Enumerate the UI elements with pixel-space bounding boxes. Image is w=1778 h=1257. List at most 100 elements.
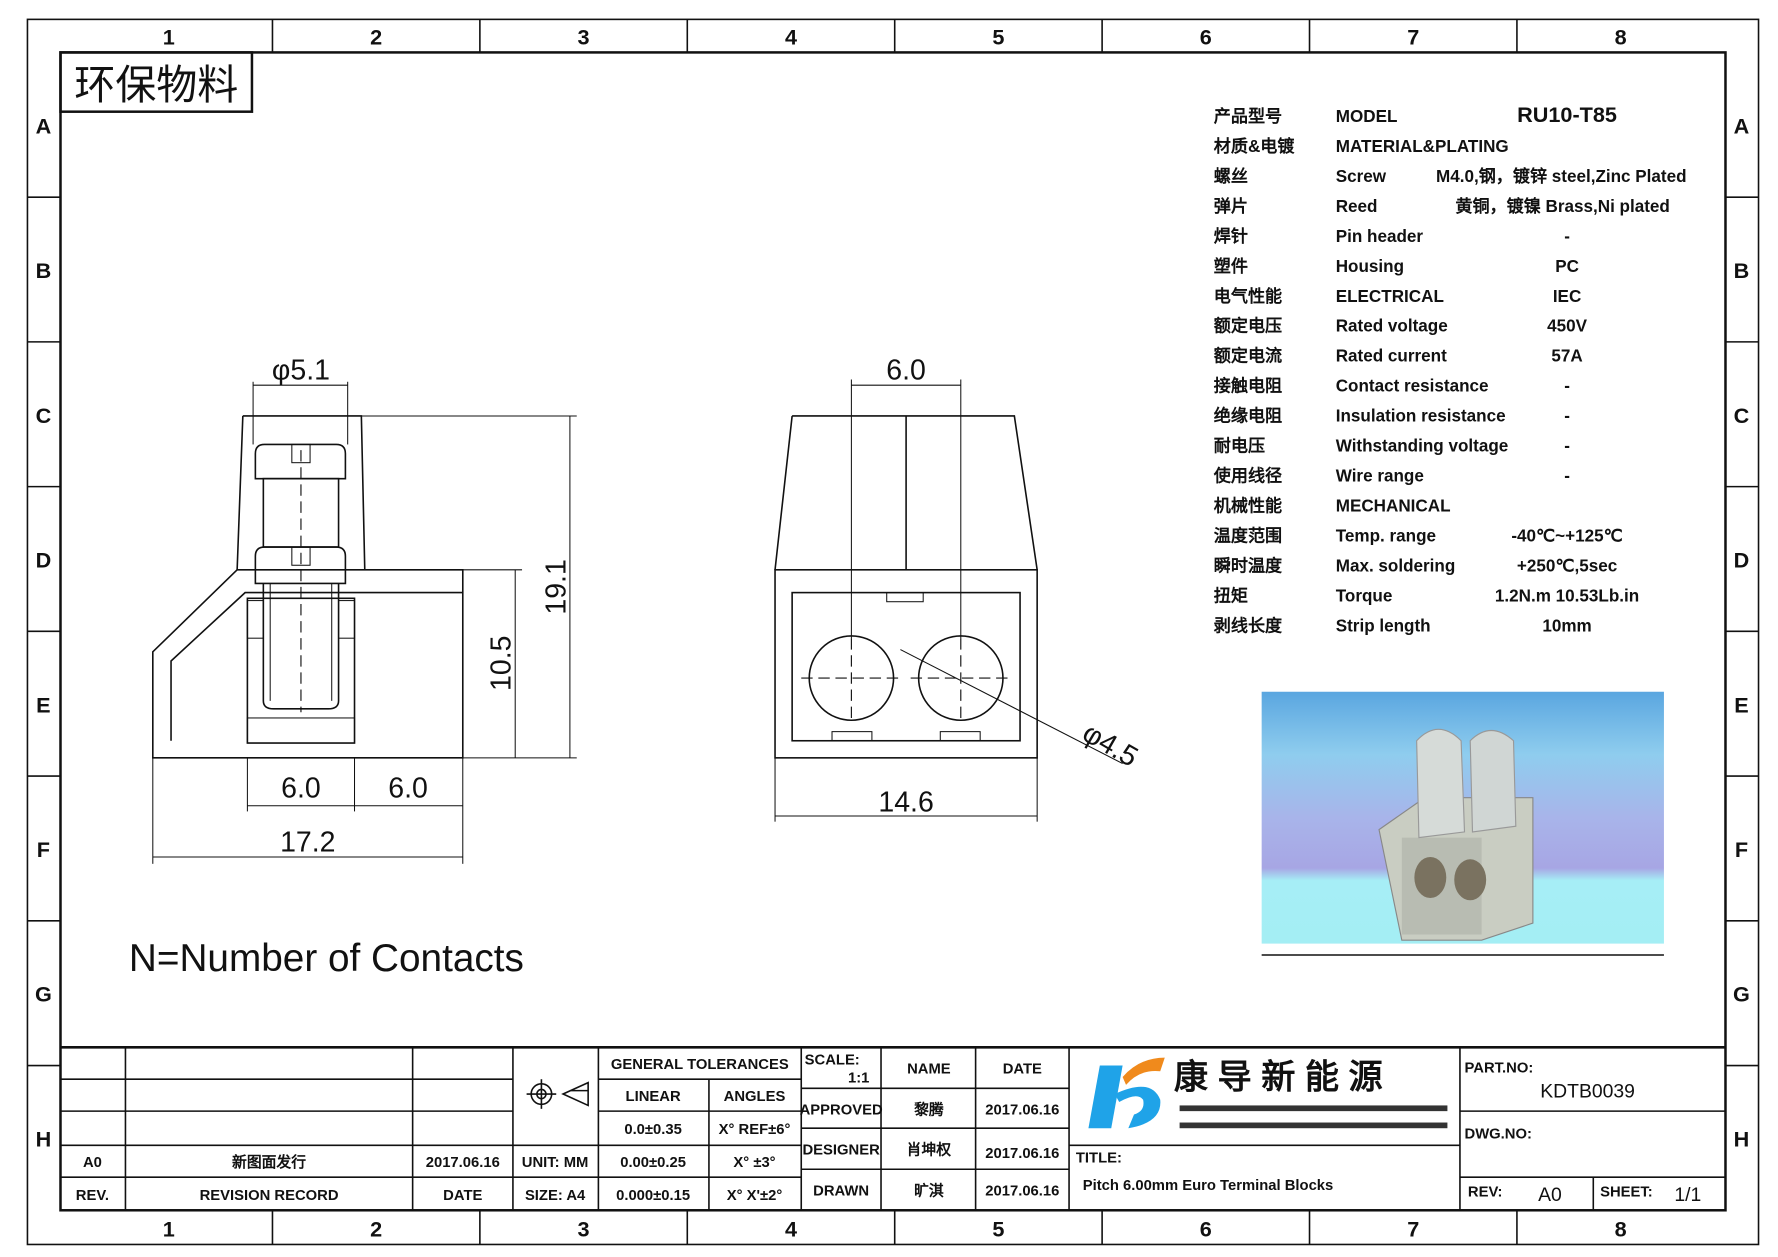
row-label: G (35, 982, 52, 1007)
sheet-value: 1/1 (1674, 1184, 1701, 1206)
spec-value: - (1564, 227, 1570, 246)
col-label: 4 (785, 1216, 797, 1241)
drawn-label: DRAWN (813, 1183, 869, 1199)
spec-cn-label: 接触电阻 (1214, 376, 1282, 396)
eco-stamp: 环保物料 (74, 62, 238, 108)
angle-tol: X° ±3° (733, 1155, 775, 1171)
linear-tol: 0.0±0.35 (624, 1122, 682, 1138)
spec-cn-label: 塑件 (1214, 256, 1248, 276)
spec-value: - (1564, 407, 1570, 426)
spec-value: - (1564, 437, 1570, 456)
spec-cn-label: 产品型号 (1214, 106, 1282, 126)
rev-a0: A0 (83, 1155, 102, 1171)
col-label: 5 (992, 1216, 1004, 1241)
dim-pitch-1: 6.0 (281, 773, 321, 805)
spec-value: 10mm (1542, 616, 1591, 635)
spec-value: +250℃,5sec (1517, 557, 1617, 576)
row-label: C (1734, 403, 1750, 428)
sheet-label: SHEET: (1600, 1185, 1653, 1201)
row-label: A (1734, 113, 1750, 138)
row-label: B (1734, 258, 1750, 283)
spec-value: PC (1555, 257, 1579, 276)
designer-label: DESIGNER (802, 1142, 880, 1158)
row-label: F (1735, 837, 1748, 862)
spec-en-label: MODEL (1336, 107, 1398, 126)
eco-stamp-box (59, 51, 254, 113)
front-view-dimensions (774, 379, 1123, 822)
company-name: 康 导 新 能 源 (1174, 1057, 1383, 1096)
spec-en-label: Max. soldering (1336, 557, 1456, 576)
drawn-name: 旷淇 (914, 1181, 944, 1199)
row-label: D (1734, 548, 1750, 573)
spec-cn-label: 扭矩 (1214, 585, 1248, 605)
col-label: 3 (578, 1216, 590, 1241)
col-label: 7 (1407, 1216, 1419, 1241)
title-label: TITLE: (1076, 1150, 1122, 1166)
spec-en-label: Contact resistance (1336, 377, 1489, 396)
row-label: E (36, 692, 50, 717)
angle-tol: X° X'±2° (727, 1188, 783, 1204)
spec-cn-label: 螺丝 (1214, 166, 1248, 186)
title-block-lines (60, 1046, 1726, 1211)
part-no-label: PART.NO: (1465, 1060, 1534, 1076)
row-label: B (36, 258, 52, 283)
spec-row: 瞬时温度 Max. soldering +250℃,5sec (1214, 556, 1617, 576)
name-header: NAME (907, 1062, 951, 1078)
col-label: 4 (785, 24, 797, 49)
spec-value: 57A (1551, 347, 1582, 366)
dim-front-width: 14.6 (878, 786, 933, 818)
dwg-no-label: DWG.NO: (1465, 1126, 1532, 1142)
spec-row: 焊针 Pin header - (1214, 226, 1570, 246)
grid-dividers (27, 19, 1759, 1245)
spec-cn-label: 焊针 (1214, 226, 1248, 246)
angle-tol: X° REF±6° (719, 1122, 791, 1138)
drawing-title: Pitch 6.00mm Euro Terminal Blocks (1083, 1178, 1334, 1194)
col-label: 1 (163, 24, 175, 49)
dim-body-height: 10.5 (486, 636, 518, 691)
row-label: H (1734, 1126, 1750, 1151)
spec-cn-label: 额定电流 (1214, 346, 1282, 366)
spec-cn-label: 电气性能 (1214, 286, 1282, 306)
spec-en-label: Strip length (1336, 616, 1431, 635)
spec-en-label: Pin header (1336, 227, 1424, 246)
spec-en-label: Screw (1336, 167, 1387, 186)
revision-date: 2017.06.16 (426, 1155, 500, 1171)
revision-date-header: DATE (443, 1188, 482, 1204)
spec-cn-label: 弹片 (1214, 196, 1248, 216)
inner-border (59, 51, 1727, 1212)
spec-value: -40℃~+125℃ (1511, 527, 1622, 546)
spec-cn-label: 温度范围 (1214, 526, 1282, 546)
grid-labels: 1 2 3 4 5 6 7 8 1 2 3 4 5 6 7 8 A B C D … (35, 24, 1750, 1241)
col-label: 1 (163, 1216, 175, 1241)
col-label: 3 (578, 24, 590, 49)
spec-value: 450V (1547, 317, 1587, 336)
projection-symbol-icon (526, 1079, 589, 1109)
spec-cn-label: 瞬时温度 (1214, 556, 1283, 576)
side-view-dimensions (152, 381, 577, 864)
dim-total-height: 19.1 (540, 559, 572, 614)
angles-header: ANGLES (724, 1089, 786, 1105)
spec-en-label: Wire range (1336, 467, 1424, 486)
contacts-note: N=Number of Contacts (129, 937, 524, 980)
dim-screw-diameter: φ5.1 (272, 354, 330, 386)
front-view (774, 415, 1038, 759)
scale-label: SCALE: (805, 1052, 860, 1068)
row-label: F (37, 837, 50, 862)
spec-en-label: Insulation resistance (1336, 407, 1506, 426)
row-label: H (36, 1126, 52, 1151)
spec-value: M4.0,钢，镀锌 steel,Zinc Plated (1436, 166, 1687, 186)
rev-header: REV. (76, 1188, 109, 1204)
drawn-date: 2017.06.16 (985, 1183, 1059, 1199)
spec-value: IEC (1553, 287, 1581, 306)
row-label: D (36, 548, 52, 573)
